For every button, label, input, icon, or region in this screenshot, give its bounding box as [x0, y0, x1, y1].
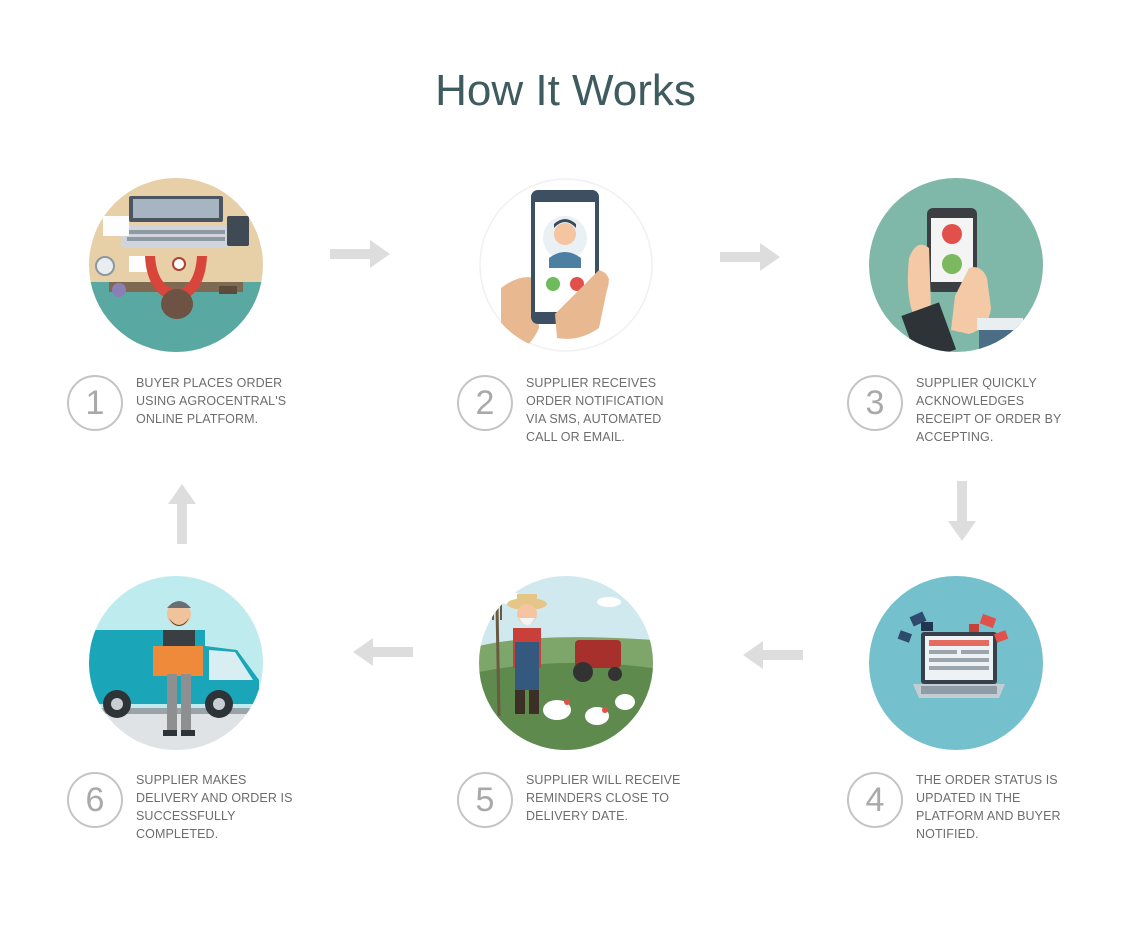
phone-call-illustration	[479, 178, 653, 352]
step-number-badge: 3	[847, 375, 903, 431]
phone-touch-illustration	[869, 178, 1043, 352]
step-description: BUYER PLACES ORDER USING AGROCENTRAL'S O…	[136, 376, 287, 426]
delivery-van-illustration	[89, 576, 263, 750]
step-number-badge: 5	[457, 772, 513, 828]
step-number-badge: 1	[67, 375, 123, 431]
step-description: SUPPLIER RECEIVES ORDER NOTIFICATION VIA…	[526, 376, 664, 444]
arrow-right-icon	[720, 243, 780, 271]
step-description: THE ORDER STATUS IS UPDATED IN THE PLATF…	[916, 773, 1061, 841]
desk-laptop-illustration	[89, 178, 263, 352]
arrow-down-icon	[948, 481, 976, 541]
page-title: How It Works	[435, 66, 696, 115]
arrow-right-icon	[330, 240, 390, 268]
step-number-badge: 4	[847, 772, 903, 828]
step-number-badge: 2	[457, 375, 513, 431]
step-description: SUPPLIER MAKES DELIVERY AND ORDER IS SUC…	[136, 773, 293, 841]
step-number-badge: 6	[67, 772, 123, 828]
step-description: SUPPLIER WILL RECEIVE REMINDERS CLOSE TO…	[526, 773, 681, 823]
laptop-status-illustration	[869, 576, 1043, 750]
arrow-up-icon	[168, 484, 196, 544]
farmer-illustration	[479, 576, 653, 750]
arrow-left-icon	[353, 638, 413, 666]
arrow-left-icon	[743, 641, 803, 669]
step-description: SUPPLIER QUICKLY ACKNOWLEDGES RECEIPT OF…	[916, 376, 1062, 444]
